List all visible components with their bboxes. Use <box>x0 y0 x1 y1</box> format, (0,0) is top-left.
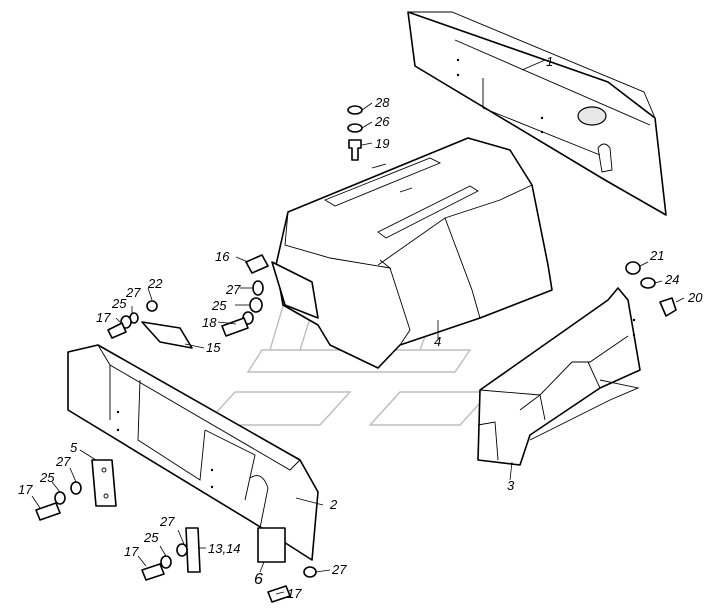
callout-24: 24 <box>664 272 679 287</box>
hardware-left-bracket <box>107 300 193 349</box>
part-4-hood <box>275 137 553 369</box>
callout-3: 3 <box>507 478 515 493</box>
callout-15: 15 <box>206 340 221 355</box>
callout-17-bottom-right: 17 <box>287 586 302 601</box>
part-1-upper-panel <box>407 11 667 216</box>
callout-25-hood: 25 <box>211 298 227 313</box>
callout-27-bottom-right: 27 <box>331 562 347 577</box>
part-3-side-panel <box>477 287 641 466</box>
hardware-left-hood <box>221 254 319 337</box>
hardware-right <box>625 261 677 317</box>
callout-13-14: 13,14 <box>208 541 241 556</box>
callout-27-hood: 27 <box>225 282 241 297</box>
callout-25-bottom-center: 25 <box>143 530 159 545</box>
callout-25-left-bracket: 25 <box>111 296 127 311</box>
hardware-bottom-center <box>141 527 317 603</box>
hardware-top <box>347 105 363 161</box>
callout-28: 28 <box>374 95 390 110</box>
callout-4: 4 <box>434 334 441 349</box>
callout-27-left-bracket: 27 <box>125 285 141 300</box>
callout-6: 6 <box>254 571 263 588</box>
callout-19: 19 <box>375 136 389 151</box>
callout-21: 21 <box>649 248 664 263</box>
callout-20: 20 <box>687 290 703 305</box>
leader-lines <box>31 59 685 595</box>
callout-17-bottom-center: 17 <box>124 544 139 559</box>
callouts: 1 2 3 4 5 6 13,14 15 16 17 17 17 17 18 1… <box>18 54 703 601</box>
callout-22: 22 <box>147 276 163 291</box>
callout-25-bottom-left: 25 <box>39 470 55 485</box>
callout-5: 5 <box>70 440 78 455</box>
callout-26: 26 <box>374 114 390 129</box>
callout-17-bottom-left: 17 <box>18 482 33 497</box>
hardware-bottom-left <box>35 459 117 521</box>
callout-27-bottom-left: 27 <box>55 454 71 469</box>
callout-16: 16 <box>215 249 230 264</box>
callout-18: 18 <box>202 315 217 330</box>
callout-1: 1 <box>546 54 553 69</box>
callout-2: 2 <box>329 497 338 512</box>
callout-27-bottom-center: 27 <box>159 514 175 529</box>
callout-17-left-bracket: 17 <box>96 310 111 325</box>
part-2-lower-panel <box>67 344 319 561</box>
